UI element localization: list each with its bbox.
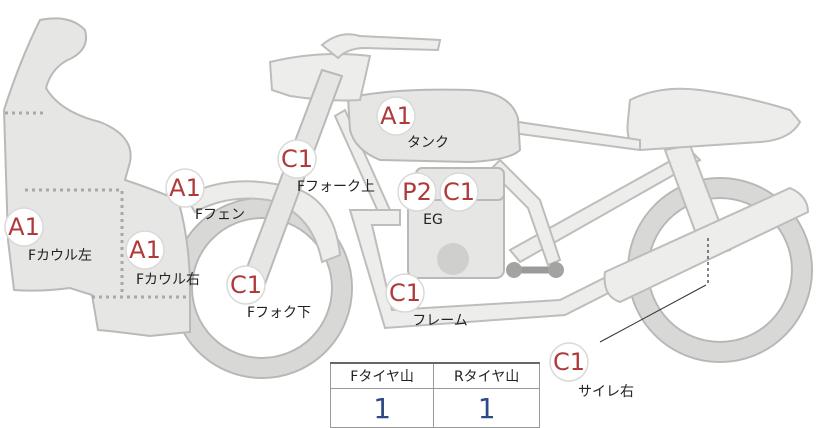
svg-text:A1: A1 bbox=[169, 174, 201, 202]
svg-text:A1: A1 bbox=[8, 213, 40, 241]
svg-text:サイレ右: サイレ右 bbox=[578, 384, 634, 400]
rear-tire-tread-header: Rタイヤ山 bbox=[433, 362, 540, 389]
svg-text:タンク: タンク bbox=[407, 135, 449, 151]
svg-text:フレーム: フレーム bbox=[412, 313, 468, 329]
svg-text:Fフェン: Fフェン bbox=[195, 207, 245, 223]
marker-front-fork-upper[interactable]: C1 Fフォーク上 bbox=[277, 139, 375, 195]
svg-text:C1: C1 bbox=[443, 178, 475, 206]
front-tire-tread-value: 1 bbox=[329, 388, 435, 428]
muffler-pointer-line bbox=[599, 284, 707, 343]
marker-engine-secondary[interactable]: C1 bbox=[439, 172, 479, 212]
svg-text:C1: C1 bbox=[553, 348, 585, 376]
tire-tread-table: Fタイヤ山 Rタイヤ山 1 1 bbox=[329, 362, 540, 428]
svg-text:Fカウル右: Fカウル右 bbox=[136, 272, 200, 288]
marker-front-cowl-right[interactable]: A1 Fカウル右 bbox=[125, 230, 200, 288]
svg-text:A1: A1 bbox=[129, 236, 161, 264]
handlebar-shape bbox=[320, 33, 442, 60]
muffler-shape bbox=[603, 186, 810, 304]
marker-tank[interactable]: A1 タンク bbox=[376, 96, 449, 151]
marker-silencer-right[interactable]: C1 サイレ右 bbox=[549, 342, 634, 400]
marker-frame[interactable]: C1 フレーム bbox=[385, 273, 468, 329]
front-cowl-seams bbox=[5, 111, 186, 299]
frame-loop-shape bbox=[348, 209, 632, 330]
rear-frame-shape bbox=[508, 148, 702, 264]
marker-engine[interactable]: P2 EG bbox=[397, 172, 443, 228]
svg-text:A1: A1 bbox=[380, 102, 412, 130]
svg-text:C1: C1 bbox=[281, 145, 313, 173]
rear-tire-tread-value: 1 bbox=[433, 388, 540, 428]
svg-text:Fカウル左: Fカウル左 bbox=[28, 248, 92, 264]
marker-front-fender[interactable]: A1 Fフェン bbox=[165, 168, 245, 223]
svg-text:EG: EG bbox=[423, 212, 443, 228]
marker-front-cowl-left[interactable]: A1 Fカウル左 bbox=[4, 207, 92, 264]
front-fender-shape bbox=[183, 180, 342, 264]
marker-front-fork-lower[interactable]: C1 Fフォク下 bbox=[226, 265, 311, 321]
svg-text:C1: C1 bbox=[230, 271, 262, 299]
svg-text:C1: C1 bbox=[389, 279, 421, 307]
svg-text:Fフォーク上: Fフォーク上 bbox=[297, 179, 375, 195]
svg-text:Fフォク下: Fフォク下 bbox=[247, 305, 311, 321]
front-tire-tread-header: Fタイヤ山 bbox=[329, 362, 435, 389]
engine-shape bbox=[407, 167, 564, 279]
svg-text:P2: P2 bbox=[402, 178, 432, 206]
